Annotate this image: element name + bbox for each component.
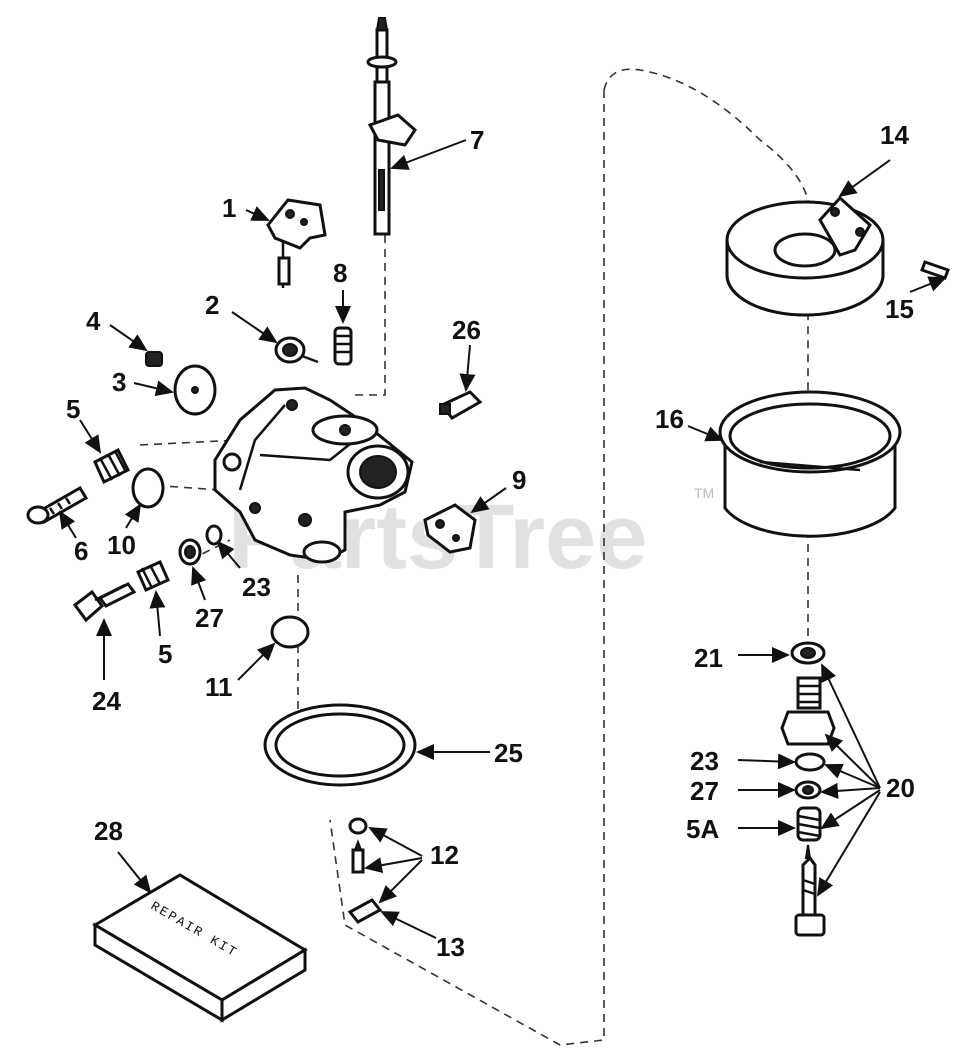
label-27-right: 27 [690,776,719,806]
label-23-right: 23 [690,746,719,776]
part-9-choke-plate [423,503,477,554]
label-6: 6 [74,536,88,566]
part-5A-spring [796,806,822,842]
leader-lines [58,139,947,939]
part-28-repair-kit: REPAIR KIT [92,873,308,1023]
part-12-inlet-needle-seat [348,817,368,874]
label-24: 24 [92,686,121,716]
label-3: 3 [112,367,126,397]
part-26-fitting [439,390,483,420]
part-24-needle-valve [72,582,137,623]
part-21-washer [790,641,826,665]
part-labels: 1 2 3 4 5 6 7 8 9 10 11 12 13 14 15 16 2… [66,120,915,962]
part-6-screw [26,485,89,525]
part-25-gasket [263,703,417,787]
label-23: 23 [242,572,271,602]
part-16-float-bowl [718,390,902,538]
part-23-o-ring [205,524,223,546]
watermark-tm: TM [694,485,714,501]
part-5-spring-lower [136,560,170,592]
part-1-throttle-lever [266,198,327,288]
part-14-float [725,195,885,317]
label-9: 9 [512,465,526,495]
part-27-washer-right [794,780,822,800]
part-20-bowl-nut [780,676,836,746]
part-10-welch-plug [131,467,165,509]
label-15: 15 [885,294,914,324]
part-7-throttle-shaft [366,17,417,236]
label-2: 2 [205,290,219,320]
label-16: 16 [655,404,684,434]
part-4-screw [145,351,163,367]
label-28: 28 [94,816,123,846]
part-2-spring [274,336,319,364]
part-20-needle-screw [794,844,826,937]
label-10: 10 [107,530,136,560]
carburetor-body [213,386,414,564]
part-13-clip [347,898,383,924]
label-12: 12 [430,840,459,870]
label-27: 27 [195,603,224,633]
label-11: 11 [205,672,233,702]
label-7: 7 [470,125,484,155]
label-1: 1 [222,193,236,223]
label-5-lower: 5 [158,639,172,669]
label-4: 4 [86,306,101,336]
part-8-screw [333,326,353,366]
label-8: 8 [333,258,347,288]
part-27-washer [178,538,202,566]
part-11-plug [270,615,310,649]
label-5A: 5A [686,814,719,844]
label-26: 26 [452,315,481,345]
part-3-throttle-plate [173,364,217,416]
label-5: 5 [66,394,80,424]
part-15-float-pin [920,260,950,280]
label-13: 13 [436,932,465,962]
label-14: 14 [880,120,909,150]
label-20: 20 [886,773,915,803]
label-21: 21 [694,643,723,673]
label-25: 25 [494,738,523,768]
part-5-spring-upper [93,447,131,485]
part-23-o-ring-right [794,752,826,772]
